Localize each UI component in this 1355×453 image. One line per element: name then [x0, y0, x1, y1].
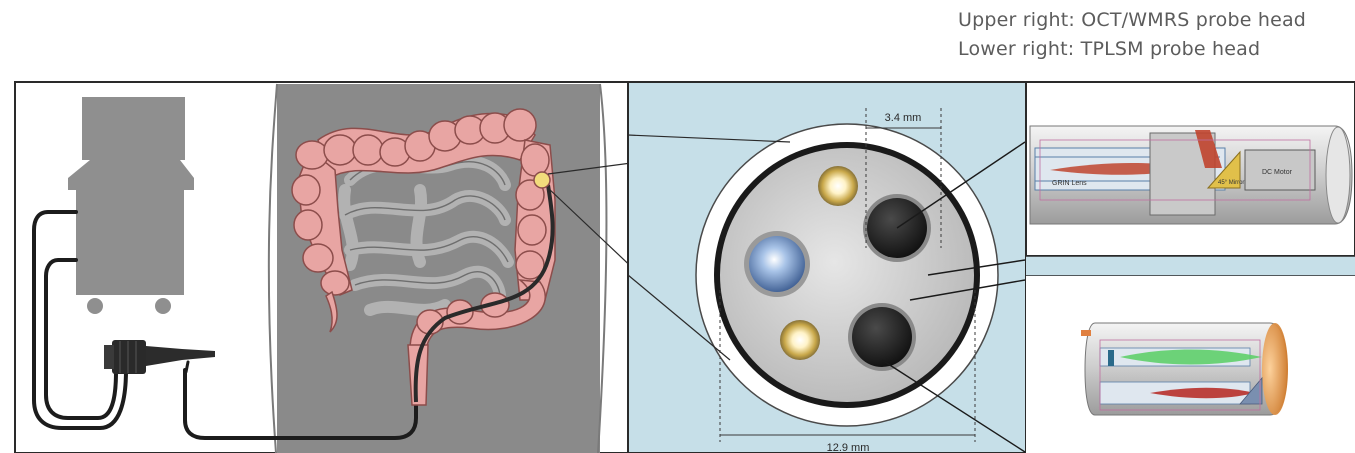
tip-diameter-label: 12.9 mm [827, 442, 870, 453]
channel-width-label: 3.4 mm [885, 112, 922, 124]
grin-lens-label: GRIN Lens [1052, 180, 1087, 187]
endoscope-tip-marker [534, 172, 550, 188]
motor-label: DC Motor [1262, 169, 1293, 176]
light-source-bottom [780, 320, 820, 360]
tplsm-probe-panel [1026, 256, 1355, 453]
light-source-top [818, 166, 858, 206]
endoscope-console [68, 97, 194, 314]
oct-probe-panel: GRIN Lens 45° Mirror DC Motor [1026, 82, 1355, 256]
mirror-label: 45° Mirror [1218, 180, 1244, 186]
tip-crosssection-panel: 3.4 mm 12.9 mm [628, 82, 1026, 453]
